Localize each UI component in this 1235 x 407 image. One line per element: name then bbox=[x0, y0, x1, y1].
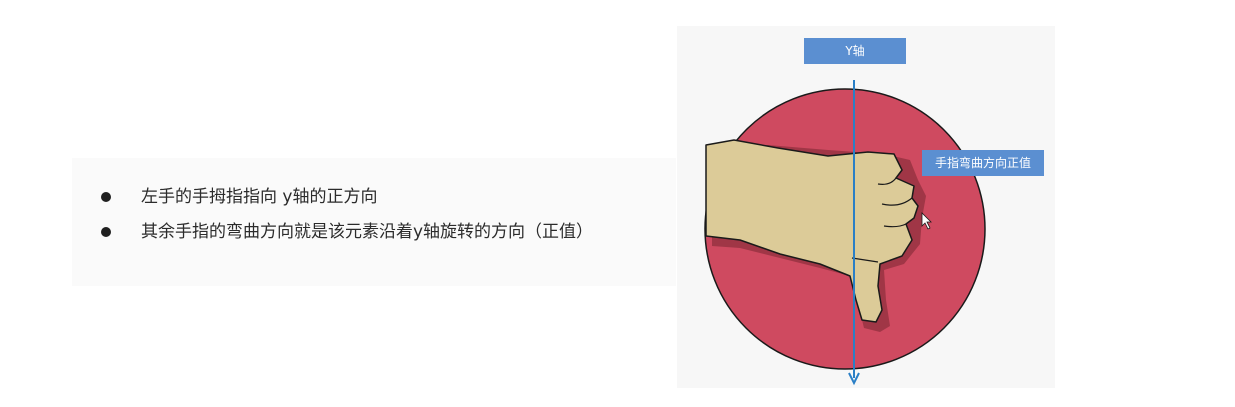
bullet-dot bbox=[101, 192, 111, 202]
finger-crease bbox=[881, 197, 913, 206]
text-panel bbox=[72, 158, 676, 286]
bullet-text: 左手的手拇指指向 y轴的正方向 bbox=[141, 187, 378, 207]
finger-crease bbox=[877, 177, 897, 185]
mouse-cursor-icon bbox=[921, 212, 932, 230]
bullet-item-thumb: 左手的手拇指指向 y轴的正方向 bbox=[96, 180, 593, 215]
bullet-dot bbox=[101, 227, 111, 237]
left-hand-rule-diagram bbox=[704, 80, 986, 386]
bullet-list: 左手的手拇指指向 y轴的正方向 其余手指的弯曲方向就是该元素沿着y轴旋转的方向（… bbox=[96, 180, 593, 250]
finger-direction-label: 手指弯曲方向正值 bbox=[922, 150, 1044, 176]
y-axis-arrowhead bbox=[848, 372, 860, 386]
thumb-crease bbox=[851, 257, 879, 263]
y-axis-label: Y轴 bbox=[804, 38, 906, 64]
finger-crease bbox=[883, 223, 907, 228]
bullet-item-fingers: 其余手指的弯曲方向就是该元素沿着y轴旋转的方向（正值） bbox=[96, 215, 593, 250]
hand-thumbs-down bbox=[705, 139, 919, 323]
diagram-panel bbox=[677, 26, 1055, 388]
bullet-text: 其余手指的弯曲方向就是该元素沿着y轴旋转的方向（正值） bbox=[141, 222, 594, 242]
